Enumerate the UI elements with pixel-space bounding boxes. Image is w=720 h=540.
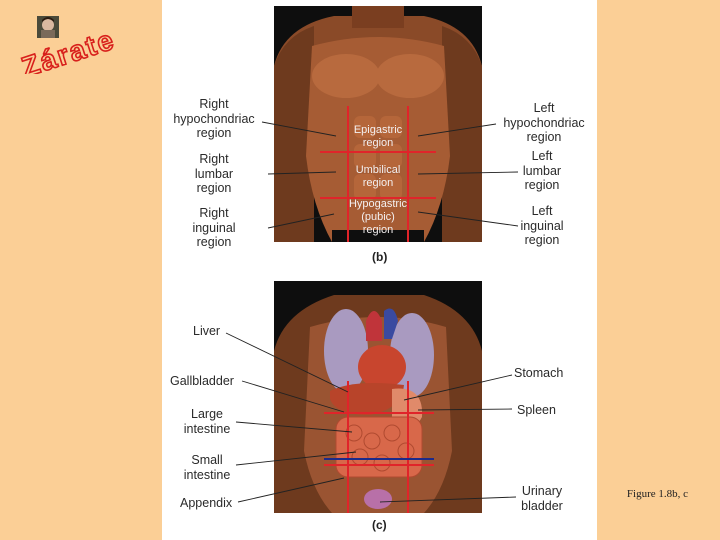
right-lumbar-label: Right lumbar region — [194, 152, 234, 195]
portrait-photo-icon — [37, 16, 59, 38]
left-inguinal-label: Left inguinal region — [520, 204, 564, 247]
left-hypochondriac-label: Left hypochondriac region — [503, 101, 585, 144]
left-lumbar-label: Left lumbar region — [522, 149, 562, 192]
stomach-label: Stomach — [514, 366, 564, 380]
large-intestine-label: Large intestine — [183, 407, 231, 436]
figure-reference: Figure 1.8b, c — [626, 488, 688, 500]
figure-b-caption: (b) — [372, 250, 388, 264]
liver-label: Liver — [193, 324, 221, 338]
umbilical-region-label: Umbilical region — [355, 164, 401, 189]
hypogastric-region-label: Hypogastric (pubic) region — [348, 198, 408, 236]
appendix-label: Appendix — [180, 496, 233, 510]
epigastric-region-label: Epigastric region — [353, 124, 403, 149]
zarate-logo: Zárate — [17, 14, 120, 84]
gallbladder-label: Gallbladder — [170, 374, 234, 388]
right-hypochondriac-label: Right hypochondriac region — [173, 97, 255, 140]
figure-c-caption: (c) — [372, 518, 387, 532]
urinary-bladder-label: Urinary bladder — [521, 484, 563, 513]
right-inguinal-label: Right inguinal region — [192, 206, 236, 249]
small-intestine-label: Small intestine — [183, 453, 231, 482]
spleen-label: Spleen — [517, 403, 556, 417]
abdominal-regions-photo — [274, 6, 482, 242]
abdominal-organs-photo — [274, 281, 482, 513]
